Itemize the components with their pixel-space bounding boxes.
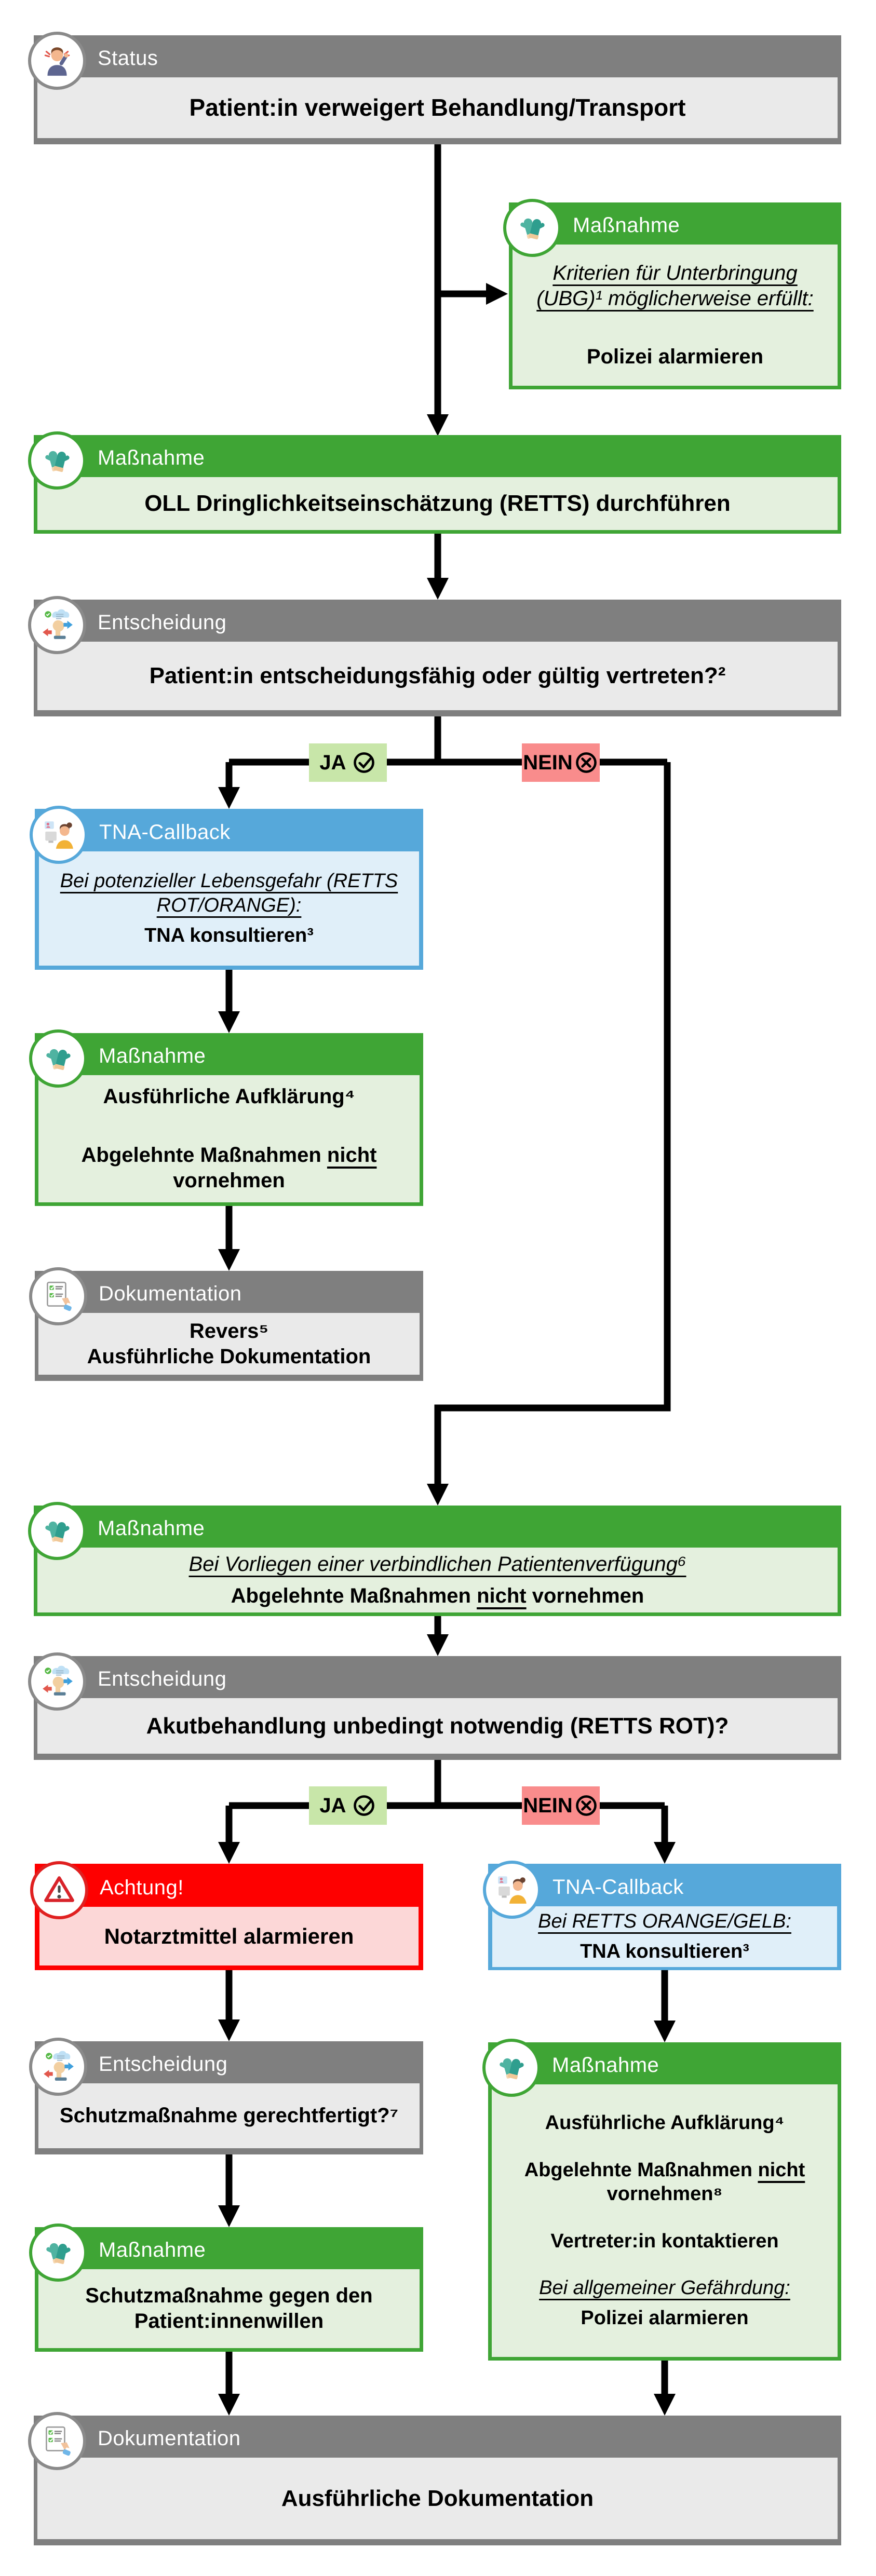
gloves-icon xyxy=(28,1502,86,1560)
distressed-person-icon xyxy=(28,32,86,90)
condition-text: Bei allgemeiner Gefährdung: xyxy=(539,2276,790,2299)
branch-label-ja: JA xyxy=(309,743,387,782)
node-advance-directive: Maßnahme Bei Vorliegen einer verbindlich… xyxy=(28,1502,841,1616)
check-circle-icon xyxy=(353,1795,374,1816)
node-inform-2: Maßnahme Ausführliche Aufklärung⁴ Abgele… xyxy=(482,2039,841,2361)
node-warning: Achtung! Notarztmittel alarmieren xyxy=(30,1861,423,1970)
node-police-ubg: Maßnahme Kriterien für Unterbringung (UB… xyxy=(503,199,841,389)
x-circle-icon xyxy=(575,1795,597,1816)
node-header: Entscheidung xyxy=(38,2045,420,2083)
node-header: Maßnahme xyxy=(38,1037,420,1075)
node-body: OLL Dringlichkeitseinschätzung (RETTS) d… xyxy=(37,477,838,530)
node-documentation-2: Dokumentation Ausführliche Dokumentation xyxy=(28,2412,841,2545)
branch-label-nein-2: NEIN xyxy=(522,1786,600,1825)
node-body: Bei potenzieller Lebensgefahr (RETTS ROT… xyxy=(39,851,419,966)
node-header: Maßnahme xyxy=(38,2231,420,2269)
node-decision-capacity: Entscheidung Patient:in entscheidungsfäh… xyxy=(28,596,841,716)
node-header: Status xyxy=(37,39,838,77)
action-text: TNA konsultieren³ xyxy=(144,925,314,947)
node-header: Dokumentation xyxy=(37,2419,838,2458)
gloves-icon xyxy=(28,431,86,490)
checklist-hand-icon xyxy=(28,2412,86,2470)
action-text: Polizei alarmieren xyxy=(581,2307,749,2329)
decision-head-icon xyxy=(28,596,86,654)
condition-text: Kriterien für Unterbringung (UBG)¹ mögli… xyxy=(536,261,814,310)
node-body: Revers⁵ Ausführliche Dokumentation xyxy=(38,1313,420,1375)
node-body: Ausführliche Aufklärung⁴ Abgelehnte Maßn… xyxy=(38,1075,420,1202)
node-header: Maßnahme xyxy=(492,2046,838,2084)
refuse-line: Abgelehnte Maßnahmen nicht vornehmen xyxy=(231,1584,644,1607)
node-protective-measure: Maßnahme Schutzmaßnahme gegen den Patien… xyxy=(29,2224,423,2352)
node-body: Patient:in verweigert Behandlung/Transpo… xyxy=(37,77,838,138)
node-header: Entscheidung xyxy=(37,603,838,642)
branch-label-nein: NEIN xyxy=(522,743,600,782)
refuse-line: Abgelehnte Maßnahmen nicht vornehmen xyxy=(81,1144,377,1192)
node-header: Entscheidung xyxy=(37,1660,838,1698)
node-body: Schutzmaßnahme gerechtfertigt?⁷ xyxy=(38,2083,420,2148)
gloves-icon xyxy=(29,1029,87,1088)
node-header: TNA-Callback xyxy=(39,813,419,851)
node-body: Ausführliche Dokumentation xyxy=(37,2458,838,2539)
action-text: Polizei alarmieren xyxy=(586,345,764,369)
checklist-hand-icon xyxy=(29,1267,87,1325)
node-decision-acute: Entscheidung Akutbehandlung unbedingt no… xyxy=(28,1652,841,1760)
node-header: Maßnahme xyxy=(513,206,838,245)
node-documentation-1: Dokumentation Revers⁵ Ausführliche Dokum… xyxy=(29,1267,423,1381)
node-retts: Maßnahme OLL Dringlichkeitseinschätzung … xyxy=(28,431,841,534)
node-body: Patient:in entscheidungsfähig oder gülti… xyxy=(37,642,838,710)
node-header: TNA-Callback xyxy=(492,1868,837,1906)
node-status: Status Patient:in verweigert Behandlung/… xyxy=(28,32,841,144)
gloves-icon xyxy=(482,2039,541,2097)
call-agent-icon xyxy=(483,1861,541,1919)
node-body: Akutbehandlung unbedingt notwendig (RETT… xyxy=(37,1698,838,1754)
call-agent-icon xyxy=(30,806,88,864)
node-body: Schutzmaßnahme gegen den Patient:innenwi… xyxy=(38,2269,420,2348)
node-inform-1: Maßnahme Ausführliche Aufklärung⁴ Abgele… xyxy=(29,1029,423,1206)
condition-text: Bei potenzieller Lebensgefahr (RETTS ROT… xyxy=(60,870,398,916)
gloves-icon xyxy=(503,199,561,257)
x-circle-icon xyxy=(575,752,597,773)
condition-text: Bei RETTS ORANGE/GELB: xyxy=(538,1910,791,1932)
refuse-line: Abgelehnte Maßnahmen nicht vornehmen⁸ xyxy=(524,2159,805,2205)
gloves-icon xyxy=(29,2224,87,2282)
warning-triangle-icon xyxy=(30,1861,88,1919)
node-tna-callback-2: TNA-Callback Bei RETTS ORANGE/GELB: TNA … xyxy=(483,1861,841,1970)
node-header: Maßnahme xyxy=(37,439,838,477)
decision-head-icon xyxy=(28,1652,86,1711)
node-body: Bei RETTS ORANGE/GELB: TNA konsultieren³ xyxy=(492,1906,837,1967)
branch-label-ja-2: JA xyxy=(309,1786,387,1825)
action-text: TNA konsultieren³ xyxy=(580,1941,749,1963)
node-body: Bei Vorliegen einer verbindlichen Patien… xyxy=(37,1548,838,1612)
node-tna-callback-1: TNA-Callback Bei potenzieller Lebensgefa… xyxy=(30,806,423,970)
node-body: Kriterien für Unterbringung (UBG)¹ mögli… xyxy=(513,245,838,386)
node-body: Ausführliche Aufklärung⁴ Abgelehnte Maßn… xyxy=(492,2084,838,2357)
node-body: Notarztmittel alarmieren xyxy=(39,1907,419,1965)
decision-head-icon xyxy=(29,2038,87,2096)
node-header: Achtung! xyxy=(39,1868,419,1907)
check-circle-icon xyxy=(353,752,374,773)
condition-text: Bei Vorliegen einer verbindlichen Patien… xyxy=(188,1552,686,1576)
node-header: Maßnahme xyxy=(37,1509,838,1548)
node-header: Dokumentation xyxy=(38,1275,420,1313)
node-decision-protective: Entscheidung Schutzmaßnahme gerechtferti… xyxy=(29,2038,423,2154)
